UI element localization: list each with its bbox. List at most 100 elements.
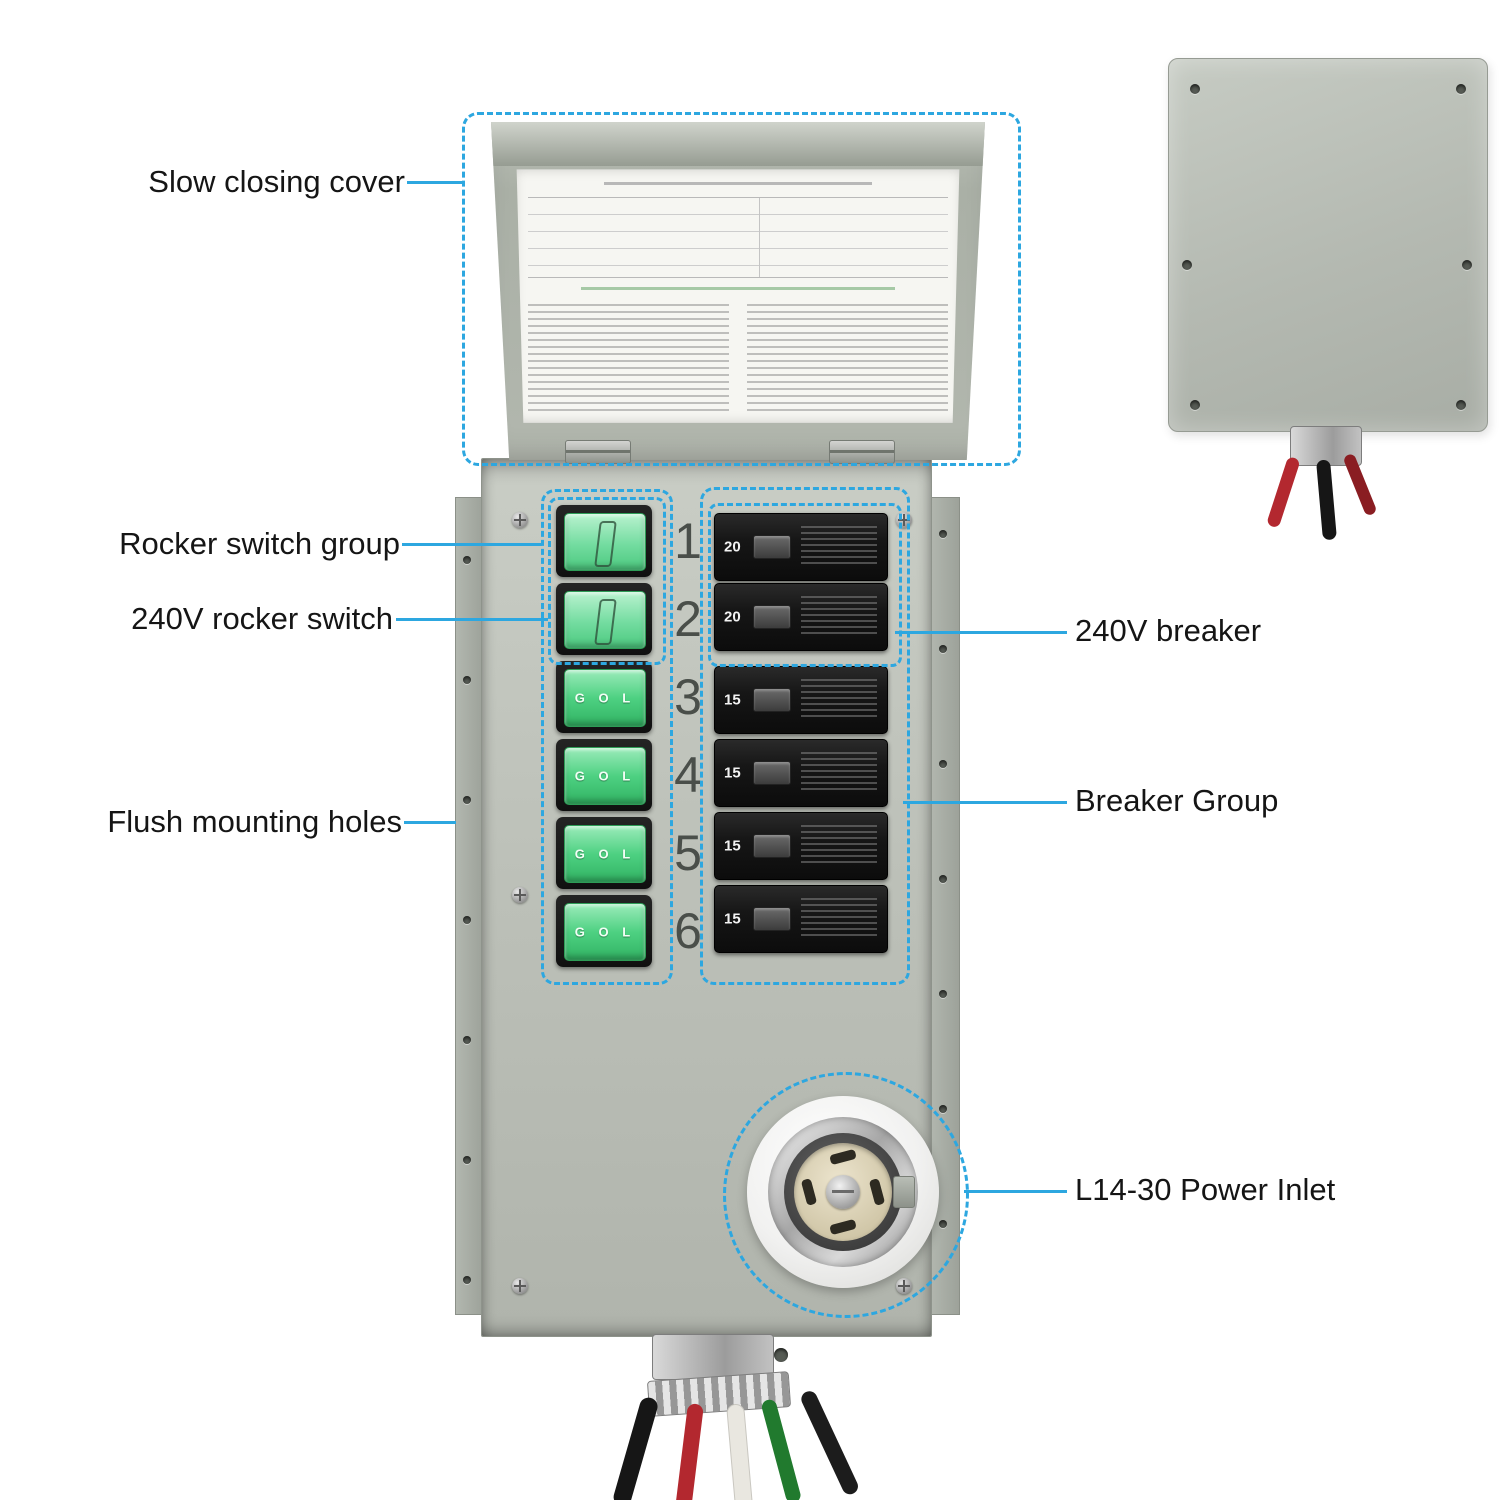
flush-mounting-hole (463, 916, 471, 924)
rocker-switch-label: G O L (574, 846, 636, 862)
breaker-240v-highlight-box (708, 503, 902, 667)
label-text-column (746, 303, 949, 413)
flush-mounting-hole (463, 1156, 471, 1164)
breaker-toggle (753, 907, 791, 931)
rocker-switch: G O L (564, 903, 646, 961)
black-wire (611, 1395, 660, 1500)
callout-line-rocker-240v (396, 618, 548, 621)
mounting-hole (1182, 260, 1192, 270)
flush-mounting-hole (939, 1105, 947, 1113)
breaker-group-highlight-box (700, 487, 910, 985)
screw (512, 1278, 528, 1294)
breaker-spec-print (801, 679, 877, 721)
callout-label-breaker-group: Breaker Group (1075, 783, 1279, 818)
breaker-spec-print (801, 596, 877, 638)
red-wire (1266, 455, 1301, 529)
flush-mounting-hole (939, 990, 947, 998)
white-wire (726, 1403, 754, 1500)
flush-mounting-hole (463, 796, 471, 804)
mounting-hole (1190, 84, 1200, 94)
breaker-15a-4: 15 (714, 885, 888, 953)
breaker-toggle (753, 761, 791, 785)
circuit-number-5: 5 (674, 825, 702, 881)
back-panel-conduit (1290, 426, 1362, 466)
breaker-15a-2: 15 (714, 739, 888, 807)
rocker-switch-label: G O L (574, 768, 636, 784)
callout-line-breaker-240v (895, 631, 1067, 634)
callout-line-breaker-group (903, 801, 1067, 804)
left-mounting-flange (455, 497, 484, 1315)
rocker-switch-5: G O L (556, 817, 652, 889)
rocker-switch-3: G O L (556, 661, 652, 733)
breaker-240v-pole-a: 20 (714, 513, 888, 581)
rocker-switch-4: G O L (556, 739, 652, 811)
screw (512, 887, 528, 903)
callout-label-breaker-240v: 240V breaker (1075, 613, 1262, 648)
cover-spec-label (516, 169, 960, 423)
back-mounting-plate (1168, 58, 1488, 432)
rocker-240v-highlight-box (548, 497, 666, 665)
flush-mounting-hole (939, 530, 947, 538)
callout-line-cover (407, 181, 463, 184)
breaker-amp-rating: 20 (724, 538, 741, 556)
breaker-spec-print (801, 526, 877, 568)
black-wire (1316, 459, 1337, 541)
mounting-hole (1456, 84, 1466, 94)
callout-label-inlet: L14-30 Power Inlet (1075, 1172, 1336, 1207)
label-text-column (527, 303, 730, 413)
rocker-switch: G O L (564, 747, 646, 805)
breaker-amp-rating: 15 (724, 910, 741, 928)
circuit-number-4: 4 (674, 747, 702, 803)
callout-label-rocker-240v: 240V rocker switch (131, 601, 393, 636)
rocker-switch-2-240v (556, 583, 652, 655)
mounting-hole (1462, 260, 1472, 270)
inlet-highlight-circle (723, 1072, 969, 1318)
clamp-bolt (774, 1348, 788, 1362)
label-table (527, 197, 949, 278)
mounting-hole (1190, 400, 1200, 410)
screw (512, 512, 528, 528)
red-wire (675, 1403, 704, 1500)
flush-mounting-hole (939, 645, 947, 653)
label-title-line (603, 181, 873, 185)
rocker-switch: G O L (564, 669, 646, 727)
breaker-spec-print (801, 825, 877, 867)
rocker-switch (564, 591, 646, 649)
flush-mounting-hole (939, 760, 947, 768)
callout-line-mounting (404, 821, 456, 824)
breaker-toggle (753, 834, 791, 858)
breaker-15a-3: 15 (714, 812, 888, 880)
flush-mounting-hole (463, 676, 471, 684)
slow-closing-cover (491, 122, 985, 460)
circuit-number-1: 1 (674, 513, 702, 569)
rocker-switch-1-240v (556, 505, 652, 577)
circuit-number-6: 6 (674, 903, 702, 959)
breaker-spec-print (801, 898, 877, 940)
rocker-switch-6: G O L (556, 895, 652, 967)
breaker-amp-rating: 15 (724, 691, 741, 709)
mounting-hole (1456, 400, 1466, 410)
circuit-number-3: 3 (674, 669, 702, 725)
circuit-number-2: 2 (674, 591, 702, 647)
flush-mounting-hole (939, 875, 947, 883)
breaker-amp-rating: 15 (724, 764, 741, 782)
breaker-15a-1: 15 (714, 666, 888, 734)
rocker-switch-label: G O L (574, 924, 636, 940)
callout-line-inlet (964, 1190, 1067, 1193)
breaker-toggle (753, 688, 791, 712)
breaker-240v-pole-b: 20 (714, 583, 888, 651)
callout-label-rocker-group: Rocker switch group (119, 526, 400, 561)
rocker-group-highlight-box (541, 489, 673, 985)
breaker-toggle (753, 605, 791, 629)
rocker-switch-label: G O L (574, 690, 636, 706)
cover-top-edge (491, 122, 985, 166)
black-wire (798, 1388, 861, 1497)
callout-label-mounting: Flush mounting holes (107, 804, 402, 839)
breaker-amp-rating: 20 (724, 608, 741, 626)
flush-mounting-hole (463, 1036, 471, 1044)
label-green-line (581, 287, 895, 291)
flush-mounting-hole (463, 1276, 471, 1284)
callout-label-cover: Slow closing cover (148, 164, 405, 199)
breaker-toggle (753, 535, 791, 559)
green-wire (760, 1398, 803, 1500)
